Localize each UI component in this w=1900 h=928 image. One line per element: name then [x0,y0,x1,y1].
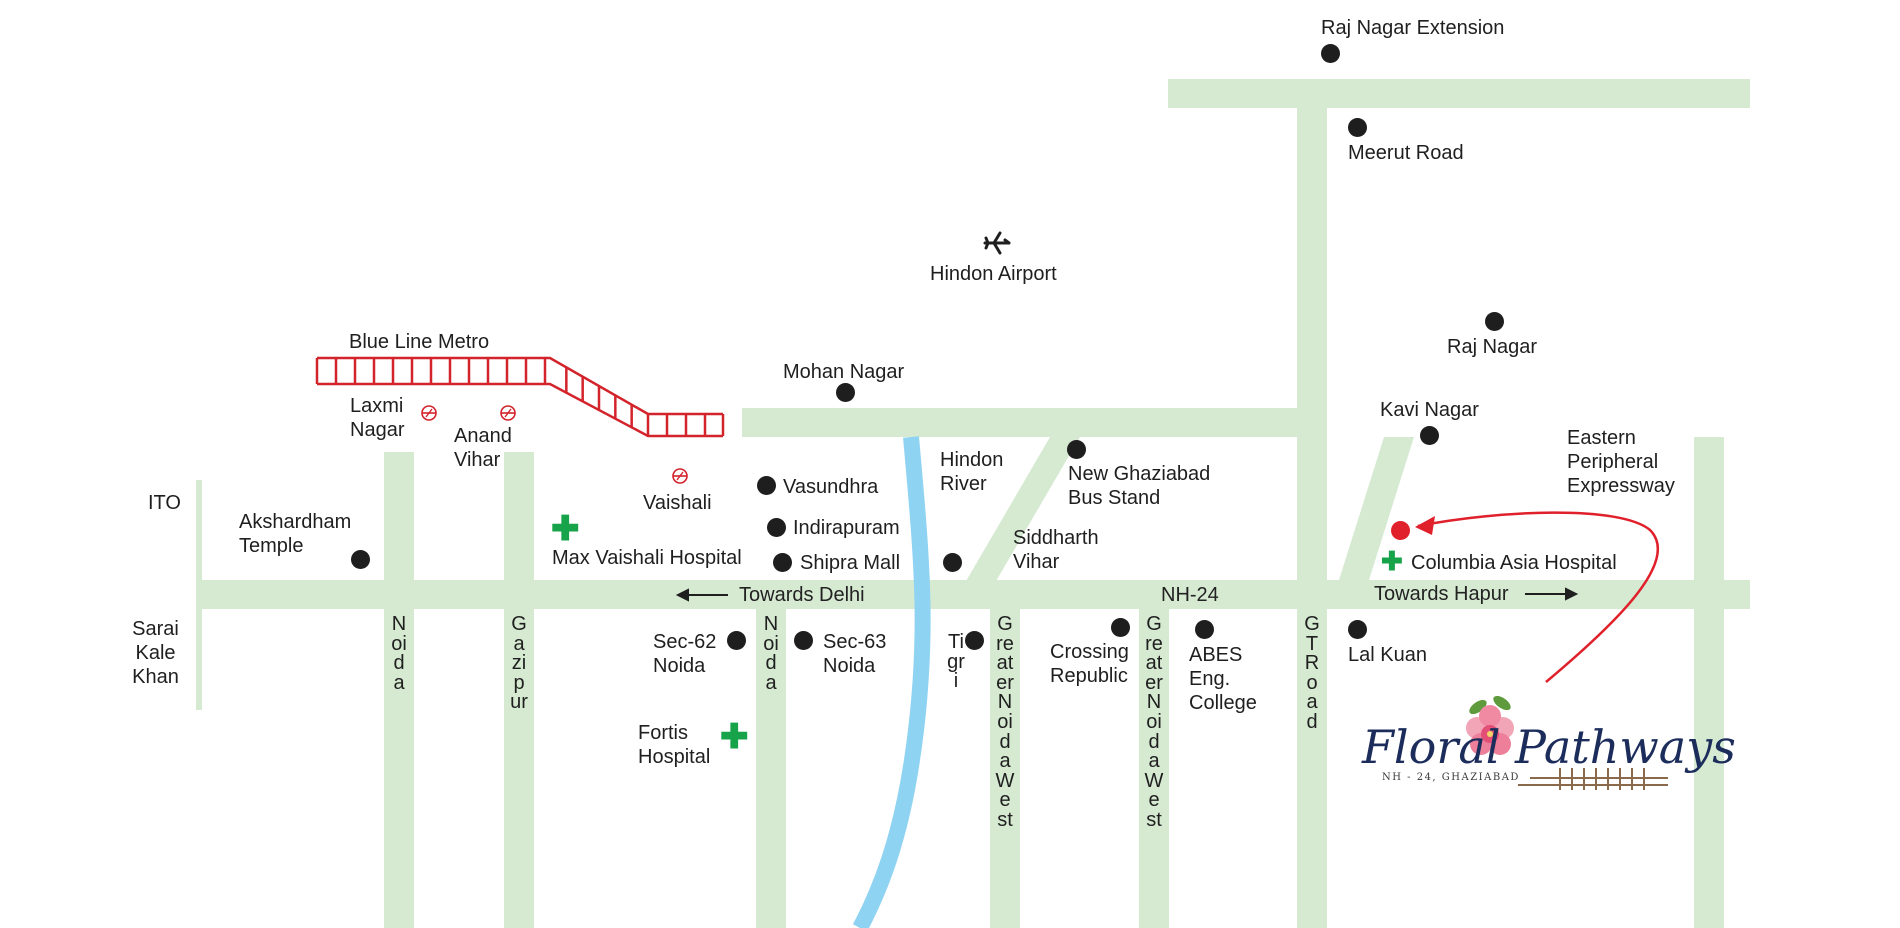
metro-station-icon-vaishali [672,468,688,484]
dot-mohan-nagar [836,383,855,402]
label-gnw-2: Greater Noida West [1144,613,1164,831]
label-lal-kuan: Lal Kuan [1348,644,1427,666]
label-towards-delhi: Towards Delhi [739,584,865,606]
dot-indirapuram [767,518,786,537]
airplane-icon [983,231,1011,255]
towards-delhi-arrow [675,588,728,602]
hospital-cross-icon-fortis: ✚ [720,718,749,756]
label-gt-road: GT Road [1304,613,1320,733]
label-indirapuram: Indirapuram [793,517,900,539]
label-ito: ITO [148,492,181,514]
road-gnw-1 [990,609,1020,928]
label-eastern-peripheral: Eastern Peripheral Expressway [1567,427,1675,497]
logo-flower-icon [1466,695,1514,755]
hindon-river [852,436,931,928]
label-akshardham-temple: Akshardham Temple [239,511,352,557]
label-vaishali: Vaishali [643,492,712,514]
road-network [196,79,1750,928]
dot-sec63 [794,631,813,650]
label-max-vaishali-hospital: Max Vaishali Hospital [552,547,742,569]
label-new-ghaziabad-bus-stand: New Ghaziabad Bus Stand [1068,463,1211,509]
dot-tigri [965,631,984,650]
dot-raj-nagar-extension [1321,44,1340,63]
label-raj-nagar-extension: Raj Nagar Extension [1321,17,1505,39]
project-arrow-head [1415,516,1435,535]
dot-abes [1195,620,1214,639]
label-laxmi-nagar: Laxmi Nagar [350,395,405,441]
logo-subtitle: NH - 24, GHAZIABAD [1382,772,1520,783]
location-pin-icon[interactable] [1391,521,1410,540]
dot-raj-nagar [1485,312,1504,331]
project-arrow [1417,511,1660,683]
road-gt [1297,104,1327,928]
label-meerut-road: Meerut Road [1348,142,1464,164]
dot-new-ghaziabad-bus-stand [1067,440,1086,459]
dot-akshardham [351,550,370,569]
label-vasundhra: Vasundhra [783,476,879,498]
label-gazipur: Gazipur [510,613,528,714]
label-hindon-river: Hindon River [940,449,1004,495]
label-sec63-noida: Sec-63 Noida [823,631,887,677]
dot-shipra-mall [773,553,792,572]
label-blue-line-metro: Blue Line Metro [349,331,490,353]
label-columbia-asia-hospital: Columbia Asia Hospital [1411,552,1617,574]
metro-station-icon-laxmi-nagar [421,405,437,421]
logo-title-left: Floral [1362,720,1501,774]
label-kavi-nagar: Kavi Nagar [1380,399,1479,421]
road-noida-mid [756,609,786,928]
label-tigri: Tigri [947,631,965,693]
towards-hapur-arrow [1525,587,1579,601]
road-diagonal-kavi-nagar [1339,437,1414,580]
label-mohan-nagar: Mohan Nagar [783,361,905,383]
label-nh24: NH-24 [1161,584,1219,606]
logo-title-right: Pathways [1515,720,1736,774]
hospital-cross-icon-columbia: ✚ [1381,546,1403,576]
label-hindon-airport: Hindon Airport [930,263,1057,285]
dot-sec62 [727,631,746,650]
label-abes-college: ABES Eng. College [1189,644,1257,714]
label-sarai-kale-khan: Sarai Kale Khan [132,618,179,688]
hospital-cross-icon-max: ✚ [551,510,580,548]
road-eastern-peripheral [1694,437,1724,928]
road-diagonal-hindon [955,437,1080,600]
dot-kavi-nagar [1420,426,1439,445]
label-crossing-republic: Crossing Republic [1050,641,1129,687]
label-anand-vihar: Anand Vihar [454,425,512,471]
road-ito [196,480,202,710]
label-sec62-noida: Sec-62 Noida [653,631,717,677]
label-siddharth-vihar: Siddharth Vihar [1013,527,1099,573]
label-fortis-hospital: Fortis Hospital [638,722,711,768]
dot-crossing-republic [1111,618,1130,637]
label-gnw-1: Greater Noida West [995,613,1015,831]
label-noida-left: Noida [391,613,407,694]
metro-station-icon-anand-vihar [500,405,516,421]
dot-vasundhra [757,476,776,495]
label-raj-nagar: Raj Nagar [1447,336,1538,358]
dot-meerut-road [1348,118,1367,137]
dot-siddharth-vihar [943,553,962,572]
blue-line-metro [315,356,725,438]
label-towards-hapur: Towards Hapur [1374,583,1509,605]
road-gnw-2 [1139,609,1169,928]
label-shipra-mall: Shipra Mall [800,552,901,574]
road-mohan-nagar [742,408,1327,437]
road-noida-left [384,452,414,928]
label-noida-mid: Noida [763,613,779,694]
road-meerut-top [1168,79,1750,108]
logo-fence [1518,768,1668,790]
road-gazipur [504,452,534,928]
dot-lal-kuan [1348,620,1367,639]
